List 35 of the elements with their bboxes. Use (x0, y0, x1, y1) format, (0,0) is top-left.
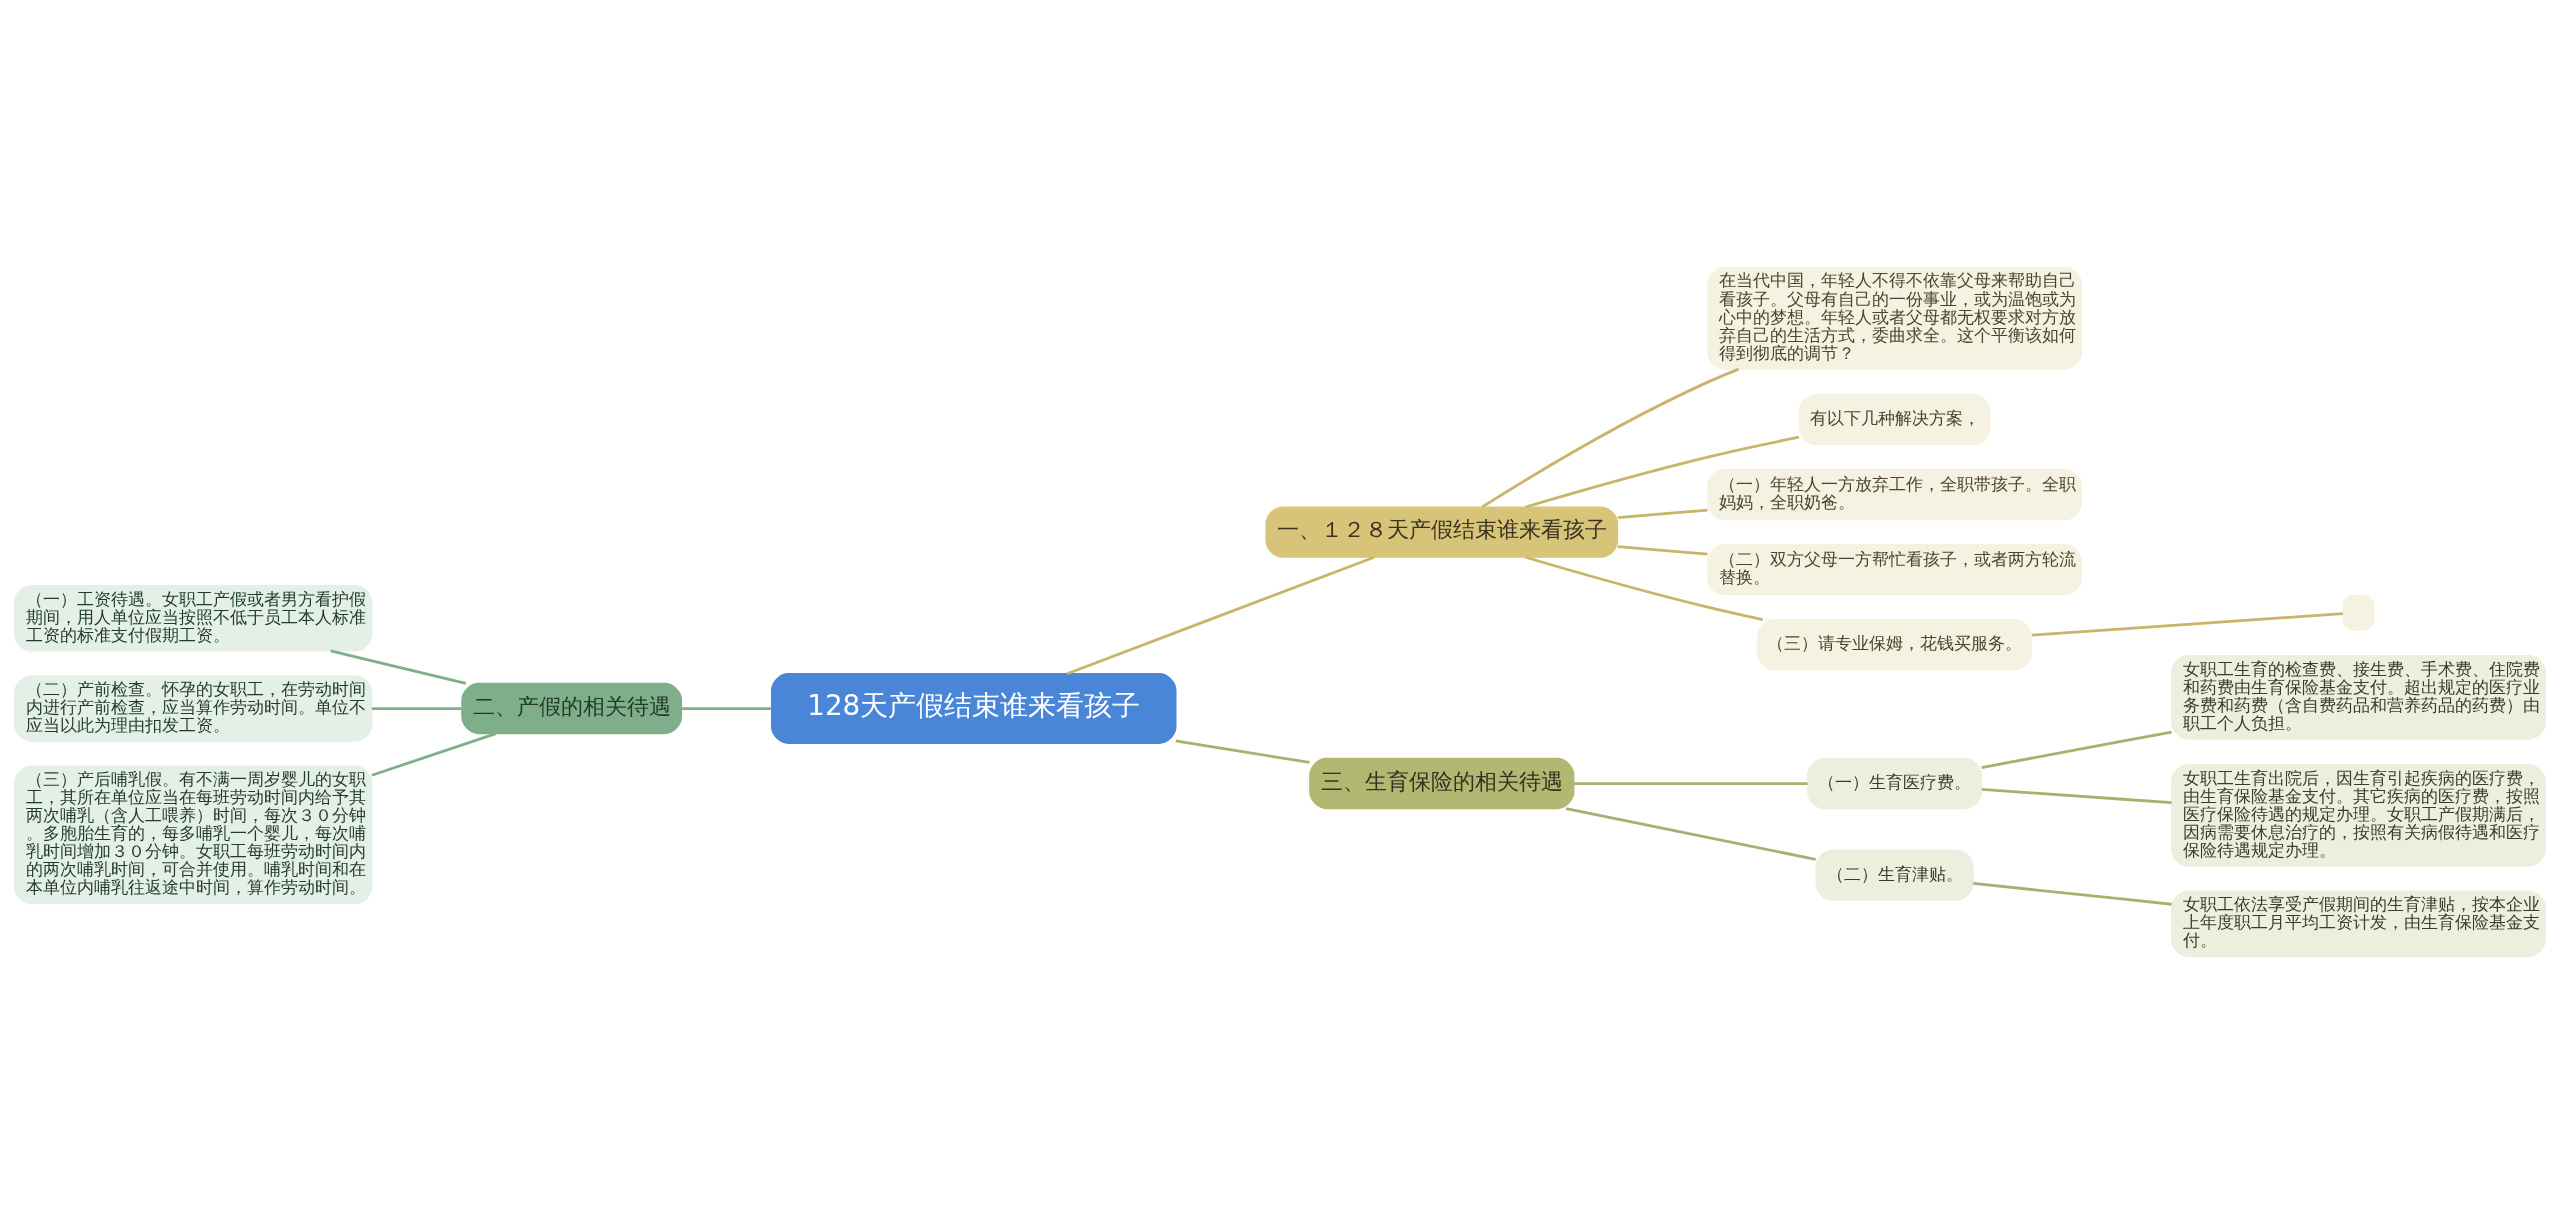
node-box: （三）请专业保姆，花钱买服务。 (1757, 618, 2033, 671)
connector (1573, 782, 1808, 785)
node-box: （一）工资待遇。女职工产假或者男方看护假期间，用人单位应当按照不低于员工本人标准工资的标准支付假期工资。 (14, 584, 373, 652)
connector (2031, 612, 2343, 637)
connector (1617, 508, 1708, 519)
connector (1066, 555, 1375, 675)
node-box: 128天产假结束谁来看孩子 (770, 673, 1177, 744)
connector (1525, 555, 1764, 621)
node-box: （一）生育医疗费。 (1807, 757, 1983, 810)
connector (330, 649, 467, 685)
node-box: （一）年轻人一方放弃工作，全职带孩子。全职妈妈，全职奶爸。 (1707, 468, 2083, 521)
connector (681, 707, 772, 710)
connector (371, 707, 462, 710)
connector (1525, 435, 1800, 509)
node-box: （二）双方父母一方帮忙看孩子，或者两方轮流替换。 (1707, 543, 2083, 596)
node-box: （二）生育津贴。 (1815, 849, 1974, 901)
connector (1481, 367, 1740, 509)
connector (371, 732, 497, 777)
node-box: 女职工依法享受产假期间的生育津贴，按本企业上年度职工月平均工资计发，由生育保险基金支付。 (2170, 890, 2546, 958)
node-box: 在当代中国，年轻人不得不依靠父母来帮助自己看孩子。父母有自己的一份事业，或为温饱或为心中的梦想。年轻人或者父母都无权要求对方放弃自己的生活方式，委曲求全。这个平衡该如何得到彻底的调节？ (1707, 266, 2083, 370)
node-box (2342, 594, 2375, 631)
node-box: 一、１２８天产假结束谁来看孩子 (1265, 506, 1619, 558)
node-box: （二）产前检查。怀孕的女职工，在劳动时间内进行产前检查，应当算作劳动时间。单位不应当以此为理由扣发工资。 (14, 675, 373, 742)
connector (1981, 788, 2172, 804)
node-box: 女职工生育出院后，因生育引起疾病的医疗费，由生育保险基金支付。其它疾病的医疗费，按照医疗保险待遇的规定办理。女职工产假期满后，因病需要休息治疗的，按照有关病假待遇和医疗保险待遇规定办理。 (2170, 764, 2546, 867)
connector (1981, 730, 2172, 769)
connector (1617, 545, 1708, 556)
node-box: 有以下几种解决方案， (1798, 393, 1991, 446)
connector (1973, 881, 2172, 906)
node-box: 二、产假的相关待遇 (461, 682, 683, 735)
node-box: （三）产后哺乳假。有不满一周岁婴儿的女职工，其所在单位应当在每班劳动时间内给予其两次哺乳（含人工喂养）时间，每次３０分钟。多胞胎生育的，每多哺乳一个婴儿，每次哺乳时间增加３０分钟。女职工每班劳动时间内的两次哺乳时间，可合并使用。哺乳时间和在本单位内哺乳往返途中时间，算作劳动时间。 (14, 765, 373, 905)
connector (1565, 807, 1816, 861)
connector (1175, 739, 1310, 764)
node-box: 女职工生育的检查费、接生费、手术费、住院费和药费由生育保险基金支付。超出规定的医疗业务费和药费（含自费药品和营养药品的药费）由职工个人负担。 (2170, 655, 2546, 740)
node-box: 三、生育保险的相关待遇 (1309, 757, 1575, 810)
